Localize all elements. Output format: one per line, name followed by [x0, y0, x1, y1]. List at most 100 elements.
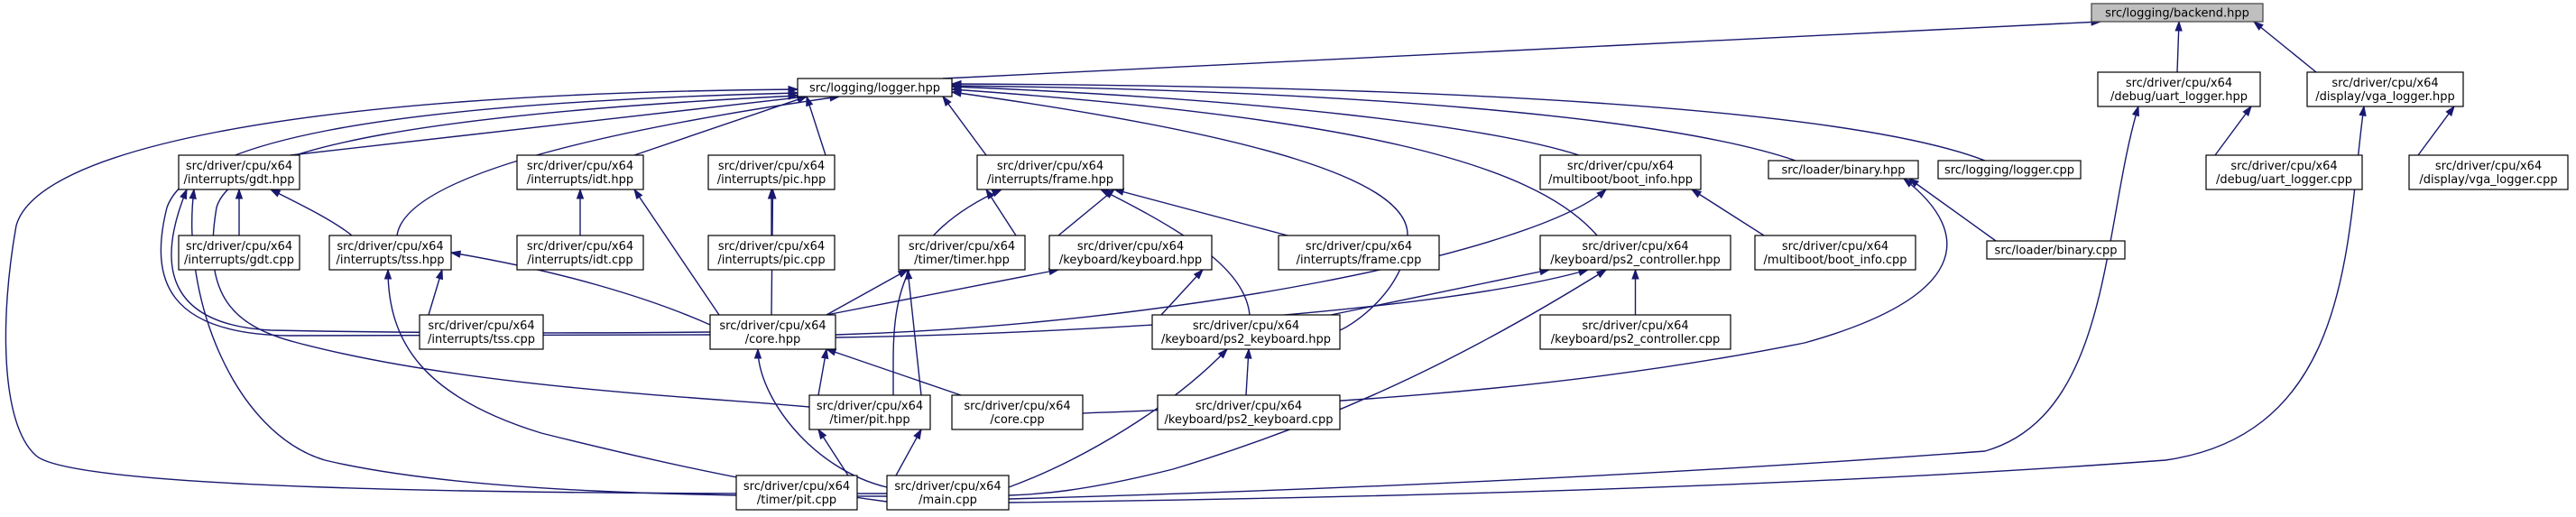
edge-ps2_controller_hpp-to-ps2_controller_cpp	[1631, 268, 1639, 315]
node-box	[2097, 71, 2261, 107]
arrowhead-icon	[2174, 20, 2183, 32]
node-uart-logger-hpp[interactable]: src/driver/cpu/x64/debug/uart_logger.hpp	[2097, 71, 2261, 107]
edge-ps2_controller_hpp-to-main_cpp	[1008, 269, 1608, 496]
node-label-line: /main.cpp	[919, 494, 977, 507]
arrowhead-icon	[189, 188, 197, 199]
node-label-line: src/driver/cpu/x64	[337, 240, 443, 254]
node-gdt-cpp[interactable]: src/driver/cpu/x64/interrupts/gdt.cpp	[178, 235, 300, 271]
edge-logger_hpp-to-gdt_hpp	[290, 94, 808, 156]
node-label-line: src/driver/cpu/x64	[1582, 240, 1688, 254]
node-vga-logger-cpp[interactable]: src/driver/cpu/x64/display/vga_logger.cp…	[2408, 154, 2569, 190]
node-label-line: src/driver/cpu/x64	[1306, 240, 1412, 254]
edge-vga_logger_hpp-to-vga_logger_cpp	[2417, 105, 2455, 156]
node-pic-hpp[interactable]: src/driver/cpu/x64/interrupts/pic.hpp	[707, 154, 836, 190]
node-box	[1539, 154, 1702, 190]
node-box	[1278, 235, 1440, 271]
node-box	[1157, 394, 1341, 430]
node-label-line: /interrupts/frame.hpp	[987, 173, 1113, 187]
node-label-line: src/driver/cpu/x64	[718, 160, 825, 173]
edge-frame_hpp-to-frame_cpp	[1113, 188, 1288, 236]
node-label-line: src/driver/cpu/x64	[1582, 319, 1688, 333]
node-box	[951, 394, 1084, 430]
edge-tss_hpp-to-tss_cpp	[428, 268, 444, 316]
arrowhead-icon	[1244, 347, 1252, 359]
node-keyboard-hpp[interactable]: src/driver/cpu/x64/keyboard/keyboard.hpp	[1048, 235, 1213, 271]
arrowhead-icon	[913, 428, 922, 440]
node-ps2-keyboard-cpp[interactable]: src/driver/cpu/x64/keyboard/ps2_keyboard…	[1157, 394, 1341, 430]
node-label-line: src/driver/cpu/x64	[2331, 77, 2438, 90]
node-boot-info-hpp[interactable]: src/driver/cpu/x64/multiboot/boot_info.h…	[1539, 154, 1702, 190]
node-label-line: src/driver/cpu/x64	[894, 480, 1001, 494]
node-label-line: /keyboard/ps2_keyboard.hpp	[1161, 333, 1331, 346]
arrowhead-icon	[449, 250, 462, 258]
node-label-line: /debug/uart_logger.hpp	[2110, 90, 2248, 104]
node-box	[1986, 240, 2126, 260]
edge-gdt_hpp-to-core_hpp	[171, 188, 711, 334]
node-label-line: /core.hpp	[745, 333, 800, 346]
node-core-hpp[interactable]: src/driver/cpu/x64/core.hpp	[709, 314, 836, 350]
edge-keyboard_hpp-to-core_hpp	[826, 267, 1060, 316]
node-timer-hpp[interactable]: src/driver/cpu/x64/timer/timer.hpp	[898, 235, 1026, 271]
node-binary-hpp[interactable]: src/loader/binary.hpp	[1768, 160, 1919, 180]
edge-idt_hpp-to-idt_cpp	[576, 188, 585, 235]
node-label-line: /debug/uart_logger.cpp	[2216, 173, 2352, 187]
node-box	[178, 154, 300, 190]
edge-ps2_keyboard_hpp-to-ps2_keyboard_cpp	[1244, 347, 1252, 396]
node-tss-hpp[interactable]: src/driver/cpu/x64/interrupts/tss.hpp	[328, 235, 452, 271]
node-pic-cpp[interactable]: src/driver/cpu/x64/interrupts/pic.cpp	[707, 235, 836, 271]
node-frame-cpp[interactable]: src/driver/cpu/x64/interrupts/frame.cpp	[1278, 235, 1440, 271]
node-pit-cpp[interactable]: src/driver/cpu/x64/timer/pit.cpp	[735, 475, 858, 511]
node-label-line: src/driver/cpu/x64	[743, 480, 850, 494]
node-frame-hpp[interactable]: src/driver/cpu/x64/interrupts/frame.hpp	[976, 154, 1124, 190]
node-label-line: /interrupts/pic.cpp	[717, 254, 825, 267]
edge-frame_hpp-to-timer_hpp	[985, 188, 1017, 236]
node-label-line: /keyboard/ps2_controller.hpp	[1550, 254, 1721, 267]
edge-backend-to-vga_logger_hpp	[2252, 21, 2317, 73]
node-backend[interactable]: src/logging/backend.hpp	[2091, 3, 2264, 23]
node-label-line: src/driver/cpu/x64	[1782, 240, 1888, 254]
node-uart-logger-cpp[interactable]: src/driver/cpu/x64/debug/uart_logger.cpp	[2205, 154, 2363, 190]
node-logger-hpp[interactable]: src/logging/logger.hpp	[797, 78, 953, 97]
node-idt-hpp[interactable]: src/driver/cpu/x64/interrupts/idt.hpp	[516, 154, 644, 190]
node-logger-cpp[interactable]: src/logging/logger.cpp	[1937, 160, 2082, 180]
arrowhead-icon	[633, 188, 643, 200]
node-ps2-keyboard-hpp[interactable]: src/driver/cpu/x64/keyboard/ps2_keyboard…	[1151, 314, 1341, 350]
edge-pit_hpp-to-pit_cpp	[817, 428, 849, 476]
node-box	[328, 235, 452, 271]
node-binary-cpp[interactable]: src/loader/binary.cpp	[1986, 240, 2126, 260]
edge-gdt_hpp-to-gdt_cpp	[235, 188, 244, 235]
edge-binary_hpp-to-core_cpp	[1082, 178, 1948, 414]
node-box	[808, 394, 931, 430]
edge-core_hpp-to-main_cpp	[753, 347, 888, 488]
arrowhead-icon	[1596, 189, 1608, 199]
arrowhead-icon	[1193, 268, 1205, 280]
node-boot-info-cpp[interactable]: src/driver/cpu/x64/multiboot/boot_info.c…	[1754, 235, 1916, 271]
node-box	[1768, 160, 1919, 180]
arrowhead-icon	[576, 188, 585, 199]
node-box	[1048, 235, 1213, 271]
node-idt-cpp[interactable]: src/driver/cpu/x64/interrupts/idt.cpp	[516, 235, 644, 271]
edge-binary_hpp-to-binary_cpp	[1907, 178, 1997, 242]
node-ps2-controller-hpp[interactable]: src/driver/cpu/x64/keyboard/ps2_controll…	[1539, 235, 1731, 271]
edge-boot_info_hpp-to-boot_info_cpp	[1690, 189, 1765, 236]
edge-timer_hpp-to-pit_hpp	[904, 268, 922, 396]
node-tss-cpp[interactable]: src/driver/cpu/x64/interrupts/tss.cpp	[419, 314, 544, 350]
node-label-line: src/driver/cpu/x64	[909, 240, 1015, 254]
edge-logger_hpp-to-core_hpp	[160, 89, 799, 337]
node-core-cpp[interactable]: src/driver/cpu/x64/core.cpp	[951, 394, 1084, 430]
node-box	[419, 314, 544, 350]
node-gdt-hpp[interactable]: src/driver/cpu/x64/interrupts/gdt.hpp	[178, 154, 300, 190]
arrowhead-icon	[435, 268, 444, 281]
node-label-line: src/driver/cpu/x64	[964, 400, 1070, 413]
node-box	[797, 78, 953, 97]
node-box	[1937, 160, 2082, 180]
arrowhead-icon	[788, 85, 799, 94]
node-vga-logger-hpp[interactable]: src/driver/cpu/x64/display/vga_logger.hp…	[2306, 71, 2464, 107]
arrowhead-icon	[2359, 105, 2367, 116]
node-ps2-controller-cpp[interactable]: src/driver/cpu/x64/keyboard/ps2_controll…	[1539, 314, 1731, 350]
node-pit-hpp[interactable]: src/driver/cpu/x64/timer/pit.hpp	[808, 394, 931, 430]
edge-core_hpp-to-pit_hpp	[817, 347, 829, 396]
node-main-cpp[interactable]: src/driver/cpu/x64/main.cpp	[886, 475, 1010, 511]
arrowhead-icon	[1902, 178, 1914, 188]
node-box	[709, 314, 836, 350]
